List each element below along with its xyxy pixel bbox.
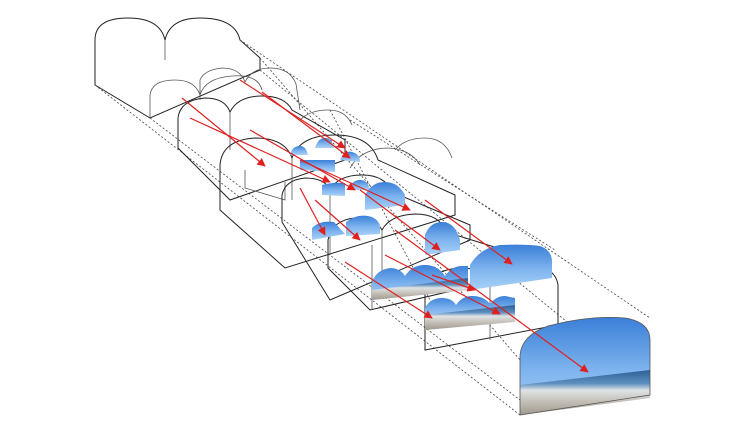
arrow-5: [250, 130, 355, 190]
beach-panel-large: [520, 317, 650, 415]
arrow-3: [262, 92, 350, 158]
beach-panel-front: [425, 296, 515, 330]
